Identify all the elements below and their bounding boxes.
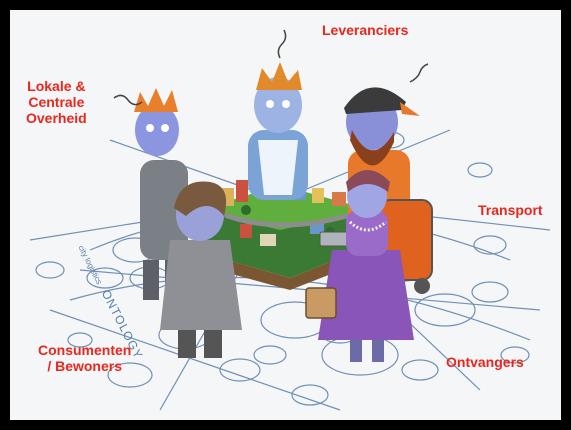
robot-ontvangers: [305, 170, 414, 362]
label-leveranciers: Leveranciers: [322, 22, 409, 38]
label-ontvangers: Ontvangers: [446, 354, 524, 370]
label-consumenten-bewoners: Consumenten / Bewoners: [38, 342, 132, 374]
label-lokale-centrale-overheid: Lokale & Centrale Overheid: [26, 78, 87, 126]
illustration-frame: Leveranciers Lokale & Centrale Overheid …: [10, 10, 561, 420]
robot-leveranciers: [248, 29, 308, 200]
ontology-scene: [29, 29, 551, 411]
label-transport: Transport: [478, 202, 543, 218]
robot-consumenten: [160, 181, 242, 358]
